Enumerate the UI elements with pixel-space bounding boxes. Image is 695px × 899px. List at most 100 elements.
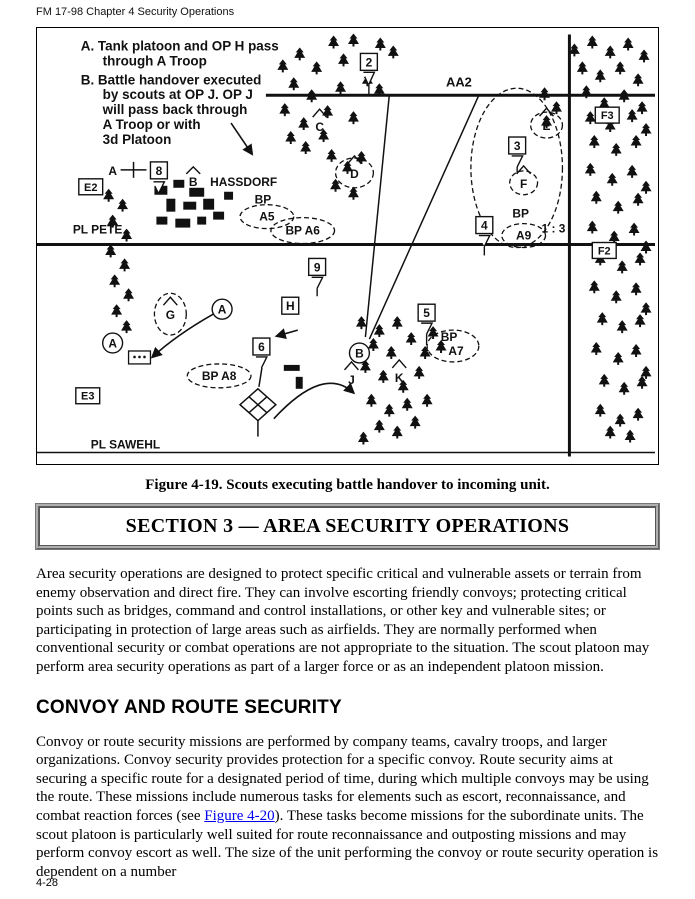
route-a-marker-2: A — [101, 332, 124, 354]
note-line-3: B. Battle handover executed — [81, 72, 262, 87]
pine-tree-icon — [355, 316, 367, 330]
route-a-label: A — [218, 303, 227, 317]
pine-tree-icon — [121, 320, 133, 334]
checkpoint-diamond — [238, 367, 277, 437]
contact-point-e2: E2 — [78, 178, 104, 196]
pine-tree-icon — [322, 105, 334, 119]
note-line-1: A. Tank platoon and OP H pass — [81, 38, 279, 53]
boundary-1-3-label: 1 : 3 — [542, 222, 566, 236]
map-legend-notes: A. Tank platoon and OP H pass through A … — [81, 38, 279, 147]
e2-label: E2 — [84, 182, 97, 194]
doc-header-breadcrumb: FM 17-98 Chapter 4 Security Operations — [36, 6, 235, 18]
handover-arrow-west — [274, 328, 298, 339]
op-e-label: E — [543, 119, 551, 133]
bp-a9-bp-label: BP — [512, 207, 529, 221]
pine-tree-icon — [121, 228, 133, 242]
pine-tree-icon — [612, 351, 624, 365]
movement-arrows — [150, 122, 356, 420]
route-a-arrow — [150, 313, 214, 359]
figure-4-20-link[interactable]: Figure 4-20 — [204, 807, 275, 824]
op-2-label: 2 — [366, 55, 373, 69]
op-8-label: 8 — [156, 164, 163, 178]
pine-tree-icon — [608, 230, 620, 244]
passage-corridor-lines — [364, 94, 480, 340]
vehicle-symbol-2 — [295, 376, 303, 389]
pine-tree-icon — [347, 111, 359, 125]
pine-tree-icon — [413, 365, 425, 379]
figure-4-19-map-frame: 2 8 3 9 — [36, 27, 659, 465]
pine-tree-icon — [109, 274, 121, 288]
pine-tree-icon — [626, 109, 638, 123]
op-flag-5: 5 — [417, 303, 436, 346]
pine-tree-icon — [590, 342, 602, 355]
pine-tree-icon — [576, 61, 588, 75]
pine-tree-icon — [373, 419, 385, 433]
pine-tree-icon — [330, 178, 342, 192]
op-tent-markers: C D E F G J K B — [162, 107, 555, 387]
pine-tree-icon — [626, 164, 638, 178]
op-b-label: B — [189, 175, 198, 189]
pine-tree-icon — [338, 53, 349, 67]
bp-a6-label: BP A6 — [285, 224, 320, 238]
contact-points: E2 F3 F2 E3 — [75, 106, 620, 405]
incoming-unit-area-outline — [470, 87, 564, 249]
pine-tree-icon — [105, 244, 117, 258]
op-9-label: 9 — [314, 260, 321, 274]
pine-tree-icon — [277, 59, 289, 73]
pine-tree-icon — [103, 188, 115, 202]
op-c-label: C — [315, 120, 324, 134]
pine-tree-icon — [624, 429, 636, 443]
op-j-label: J — [348, 373, 355, 387]
figure-caption: Figure 4-19. Scouts executing battle han… — [145, 477, 550, 493]
pine-tree-icon — [367, 338, 379, 351]
pine-tree-icon — [618, 381, 630, 395]
pine-tree-icon — [401, 397, 413, 411]
pine-tree-icon — [612, 200, 624, 214]
pine-tree-icon — [596, 312, 608, 326]
pine-tree-icon — [614, 61, 626, 75]
pine-tree-icon — [640, 302, 652, 316]
pine-tree-icon — [285, 131, 297, 144]
pine-tree-icon — [594, 69, 606, 83]
pine-tree-icon — [123, 288, 135, 302]
vehicle-symbol — [283, 364, 300, 371]
op-5-label: 5 — [423, 306, 430, 320]
route-markers: A A B — [101, 298, 371, 364]
bp-a9-label: A9 — [516, 229, 532, 243]
route-a2-label: A — [108, 337, 117, 351]
op-f-outline — [509, 170, 539, 196]
pine-tree-icon — [328, 35, 340, 49]
bp-a7-outline — [426, 329, 480, 363]
op-h-label: H — [286, 299, 295, 313]
op-h-marker: H — [281, 296, 300, 315]
pine-tree-icon — [391, 316, 403, 330]
contact-point-f3: F3 — [594, 106, 620, 124]
section-3-title: SECTION 3 — AREA SECURITY OPERATIONS — [125, 515, 570, 537]
f3-label: F3 — [601, 110, 614, 122]
numbered-op-flags: 2 8 3 9 — [149, 52, 527, 369]
pine-tree-icon — [391, 425, 403, 439]
pine-tree-icon — [385, 346, 397, 359]
pine-tree-icon — [119, 258, 131, 272]
pine-tree-icon — [630, 344, 642, 357]
pine-tree-icon — [594, 403, 606, 417]
pine-tree-icon — [638, 49, 650, 63]
pine-tree-icon — [632, 407, 644, 421]
op-k-label: K — [395, 371, 404, 385]
pine-tree-icon — [604, 425, 616, 439]
pl-pete-label: PL PETE — [73, 223, 123, 237]
pine-tree-icon — [630, 282, 642, 296]
section-3-heading-box: SECTION 3 — AREA SECURITY OPERATIONS — [36, 504, 659, 549]
op-6-label: 6 — [258, 340, 265, 354]
op-flag-3: 3 — [508, 136, 527, 174]
pine-tree-icon — [584, 162, 596, 176]
pl-sawehl-label: PL SAWEHL — [91, 438, 160, 452]
route-b-label: B — [355, 346, 364, 360]
pine-tree-icon — [111, 304, 123, 318]
pine-tree-icon — [335, 81, 346, 95]
bp-a9-outline — [501, 222, 547, 249]
pine-tree-icon — [630, 135, 642, 148]
pine-tree-icon — [616, 260, 628, 274]
unit-boundary-ab: A — [108, 161, 147, 178]
battle-position-outlines — [153, 87, 564, 389]
